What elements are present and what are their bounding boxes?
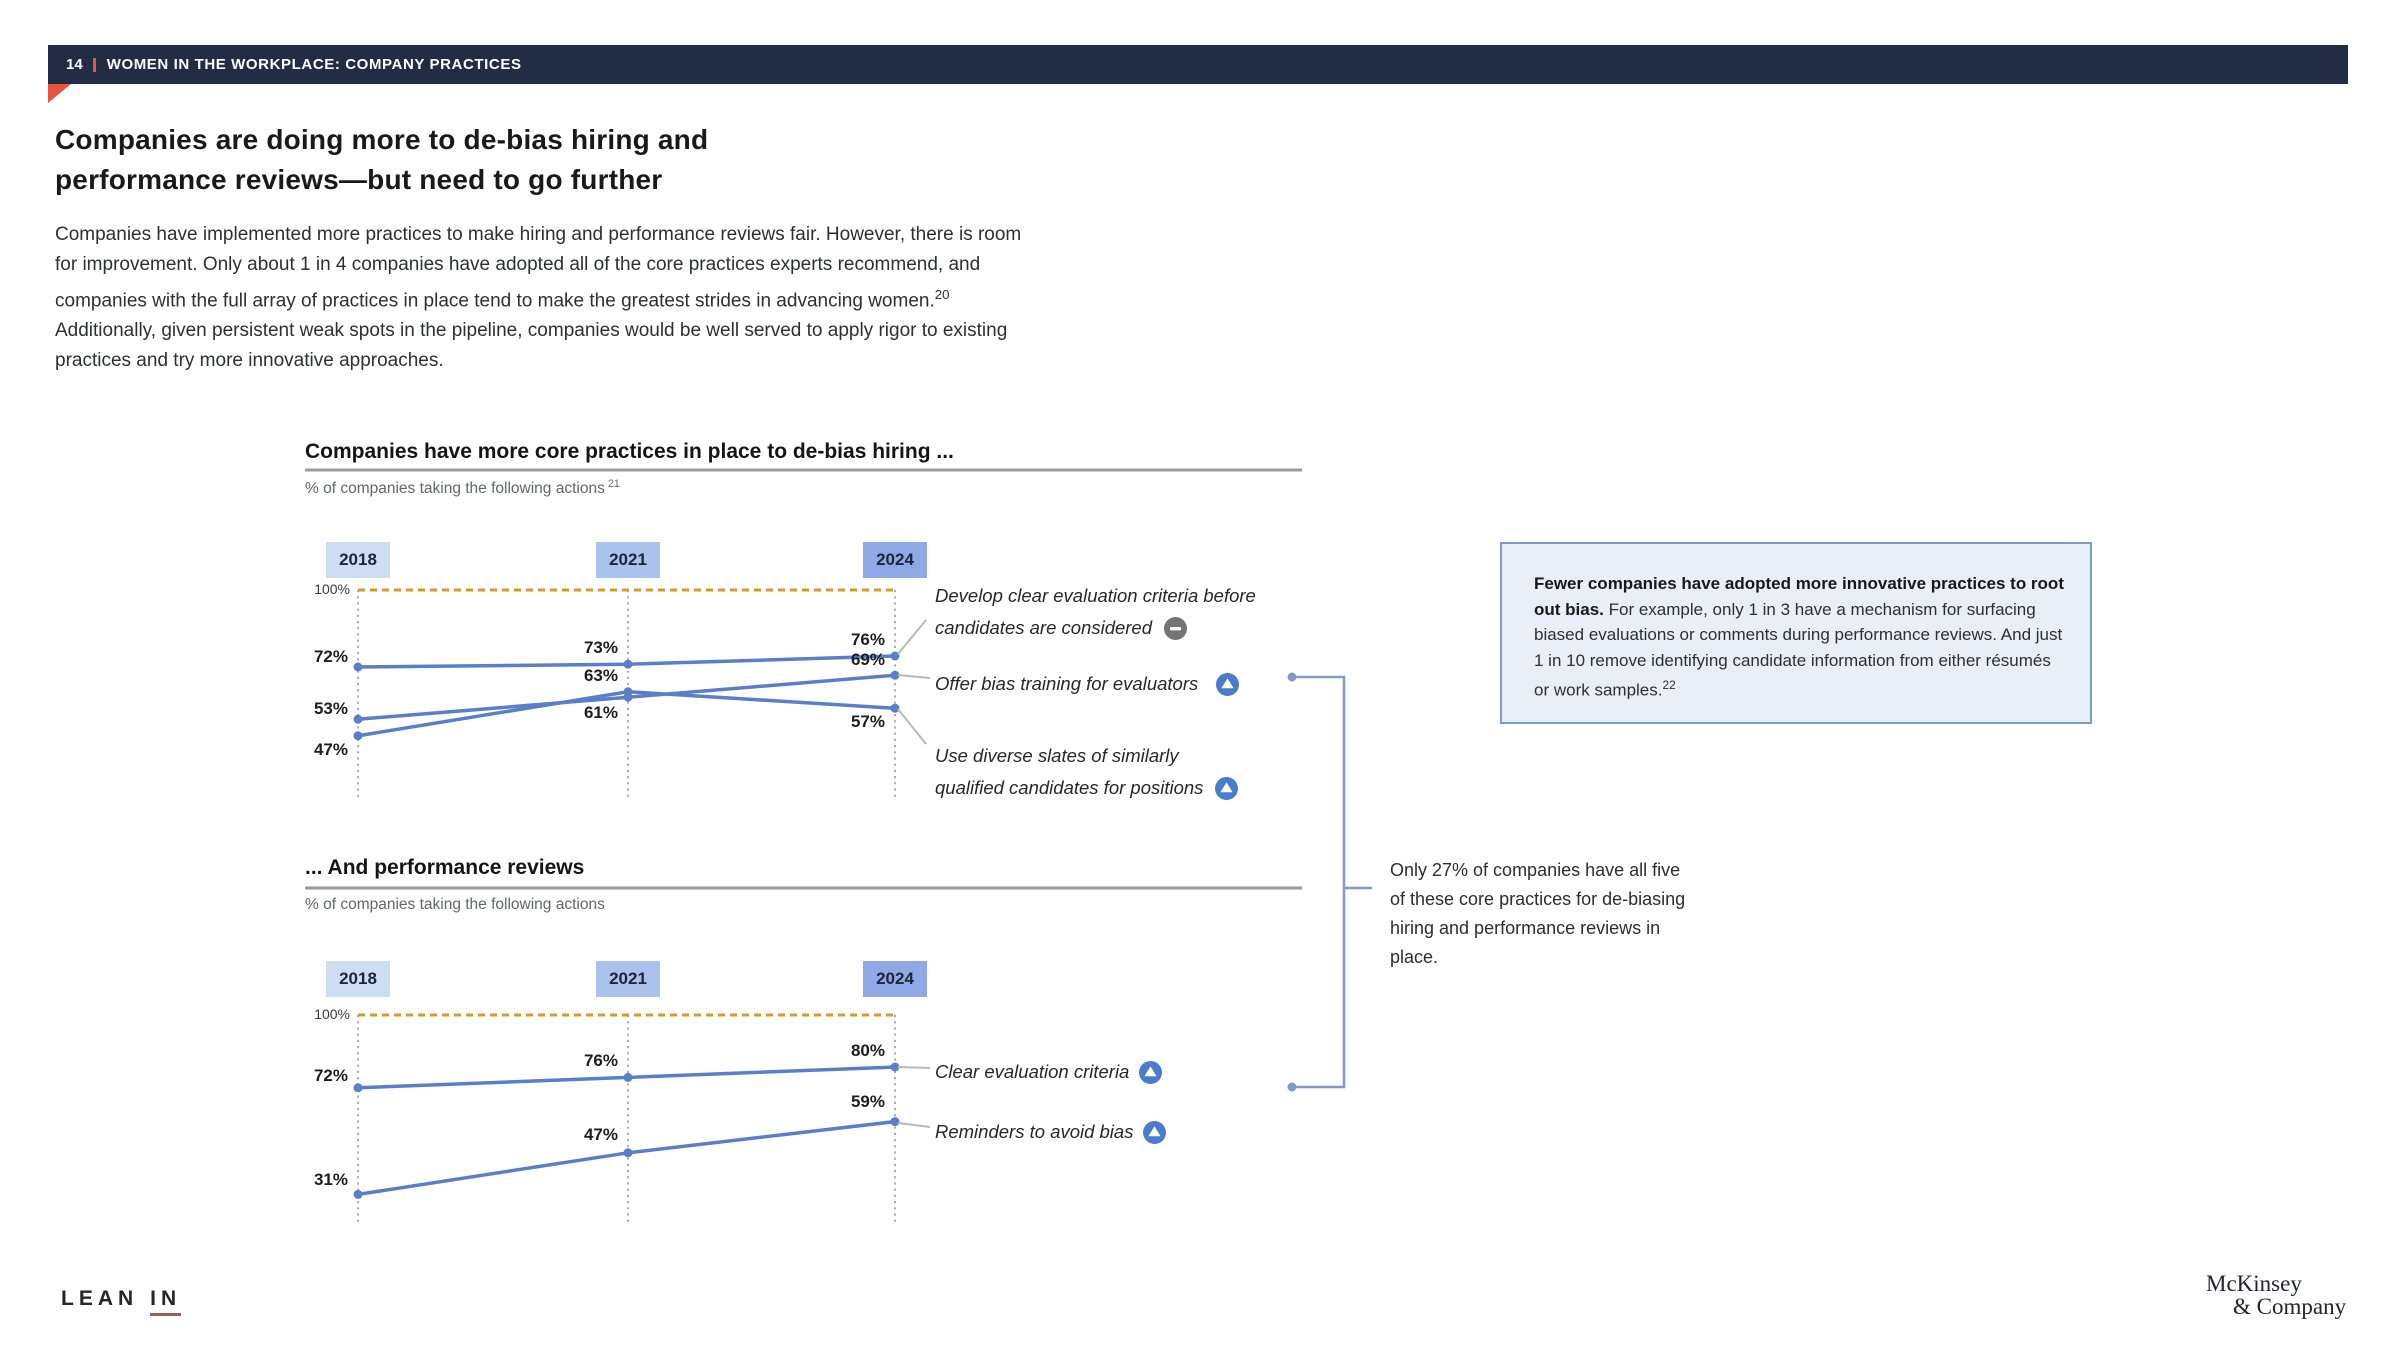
series-label: Develop clear evaluation criteria before… bbox=[935, 580, 1256, 644]
page-title: Companies are doing more to de-bias hiri… bbox=[55, 120, 708, 200]
data-label: 69% bbox=[850, 650, 885, 670]
intro-text-1: Companies have implemented more practice… bbox=[55, 224, 1022, 312]
series-label-line: Clear evaluation criteria bbox=[935, 1056, 1163, 1088]
chart-subtitle: % of companies taking the following acti… bbox=[305, 478, 620, 498]
data-label: 63% bbox=[583, 665, 618, 685]
data-label: 57% bbox=[850, 712, 885, 732]
up-trend-icon bbox=[1216, 673, 1240, 696]
series-label: Offer bias training for evaluators bbox=[935, 668, 1240, 700]
footnote-ref-22: 22 bbox=[1662, 678, 1676, 692]
leanin-word2: IN bbox=[150, 1287, 182, 1316]
callout-body: For example, only 1 in 3 have a mechanis… bbox=[1534, 599, 2063, 700]
header-divider bbox=[92, 57, 96, 72]
leanin-logo: LEAN IN bbox=[61, 1287, 182, 1316]
up-trend-icon bbox=[1143, 1121, 1167, 1144]
data-point-dot bbox=[890, 651, 900, 661]
data-label: 72% bbox=[313, 1065, 348, 1085]
series-label-line: Use diverse slates of similarly bbox=[935, 745, 1179, 766]
data-point-dot bbox=[890, 1117, 900, 1127]
mckinsey-logo: McKinsey & Company bbox=[2206, 1272, 2346, 1318]
year-label: 2024 bbox=[863, 961, 927, 997]
data-point-dot bbox=[623, 659, 633, 669]
year-label: 2018 bbox=[326, 542, 390, 578]
series-line bbox=[357, 1119, 896, 1197]
series-label-line: Offer bias training for evaluators bbox=[935, 668, 1240, 700]
page-header-bar: 14 WOMEN IN THE WORKPLACE: COMPANY PRACT… bbox=[48, 45, 2348, 84]
page-title-line1: Companies are doing more to de-bias hiri… bbox=[55, 124, 709, 155]
data-label: 53% bbox=[313, 699, 348, 719]
up-trend-icon bbox=[1139, 1061, 1163, 1084]
data-label: 76% bbox=[850, 630, 885, 649]
chart-subtitle-text: % of companies taking the following acti… bbox=[305, 480, 605, 498]
data-label: 47% bbox=[583, 1124, 618, 1144]
data-label: 72% bbox=[313, 647, 348, 666]
footnote-ref-20: 20 bbox=[934, 287, 950, 302]
reference-line-label: 100% bbox=[314, 581, 350, 597]
corner-ribbon bbox=[48, 84, 71, 103]
data-point-dot bbox=[890, 1062, 900, 1072]
callout-text: Fewer companies have adopted more innova… bbox=[1534, 571, 2069, 703]
leader-line bbox=[897, 619, 927, 655]
bracket-endpoint-dot bbox=[1287, 672, 1297, 682]
page-number: 14 bbox=[66, 56, 83, 73]
data-label: 76% bbox=[583, 1051, 618, 1071]
data-point-dot bbox=[623, 1072, 633, 1082]
data-point-dot bbox=[353, 731, 363, 741]
no-change-icon bbox=[1164, 617, 1188, 640]
data-point-dot bbox=[890, 703, 900, 713]
chart-title: ... And performance reviews bbox=[305, 856, 585, 879]
section-title: WOMEN IN THE WORKPLACE: COMPANY PRACTICE… bbox=[106, 56, 522, 73]
leader-line bbox=[897, 1066, 931, 1069]
mckinsey-line1: McKinsey bbox=[2206, 1271, 2302, 1296]
series-label-line: qualified candidates for positions bbox=[935, 772, 1239, 804]
data-point-dot bbox=[353, 1083, 363, 1093]
year-label: 2024 bbox=[863, 542, 927, 578]
data-point-dot bbox=[353, 1189, 363, 1199]
series-label-line: Develop clear evaluation criteria before bbox=[935, 585, 1256, 606]
year-label: 2021 bbox=[596, 542, 660, 578]
data-label: 31% bbox=[313, 1170, 348, 1190]
reference-line-label: 100% bbox=[314, 1006, 350, 1022]
callout-lead: Fewer companies have adopted more innova… bbox=[1534, 574, 2064, 619]
up-trend-icon bbox=[1215, 777, 1239, 800]
bracket-annotation: Only 27% of companies have all five of t… bbox=[1390, 860, 1686, 967]
series-label: Use diverse slates of similarly qualified… bbox=[935, 740, 1239, 804]
data-point-dot bbox=[890, 670, 900, 680]
leader-line bbox=[897, 674, 931, 679]
footnote-ref-21: 21 bbox=[604, 478, 620, 490]
chart-subtitle: % of companies taking the following acti… bbox=[305, 896, 605, 914]
year-label: 2021 bbox=[596, 961, 660, 997]
mckinsey-line2: & Company bbox=[2233, 1294, 2347, 1319]
data-label: 73% bbox=[583, 638, 618, 658]
data-point-dot bbox=[623, 687, 633, 697]
bracket-endpoint-dot bbox=[1287, 1082, 1297, 1092]
page-title-line2: performance reviews—but need to go furth… bbox=[55, 164, 663, 195]
data-label: 47% bbox=[313, 739, 348, 759]
data-label: 61% bbox=[583, 703, 618, 723]
callout-box: Fewer companies have adopted more innova… bbox=[1500, 542, 2092, 724]
leanin-word1: LEAN bbox=[61, 1287, 139, 1310]
intro-text-2: Additionally, given persistent weak spot… bbox=[55, 320, 1008, 372]
intro-paragraph: Companies have implemented more practice… bbox=[55, 220, 1035, 376]
chart-subtitle-text: % of companies taking the following acti… bbox=[305, 896, 605, 913]
data-label: 80% bbox=[850, 1041, 885, 1060]
leader-line bbox=[897, 1122, 931, 1128]
series-label: Reminders to avoid bias bbox=[935, 1116, 1167, 1148]
bracket-connector bbox=[1292, 675, 1346, 1089]
series-label: Clear evaluation criteria bbox=[935, 1056, 1163, 1088]
data-point-dot bbox=[353, 662, 363, 672]
leader-line bbox=[897, 708, 927, 745]
series-label-line: candidates are considered bbox=[935, 612, 1256, 644]
data-point-dot bbox=[623, 1148, 633, 1158]
series-label-line: Reminders to avoid bias bbox=[935, 1116, 1167, 1148]
chart-title: Companies have more core practices in pl… bbox=[305, 440, 954, 463]
data-point-dot bbox=[353, 714, 363, 724]
data-label: 59% bbox=[850, 1091, 885, 1111]
year-label: 2018 bbox=[326, 961, 390, 997]
